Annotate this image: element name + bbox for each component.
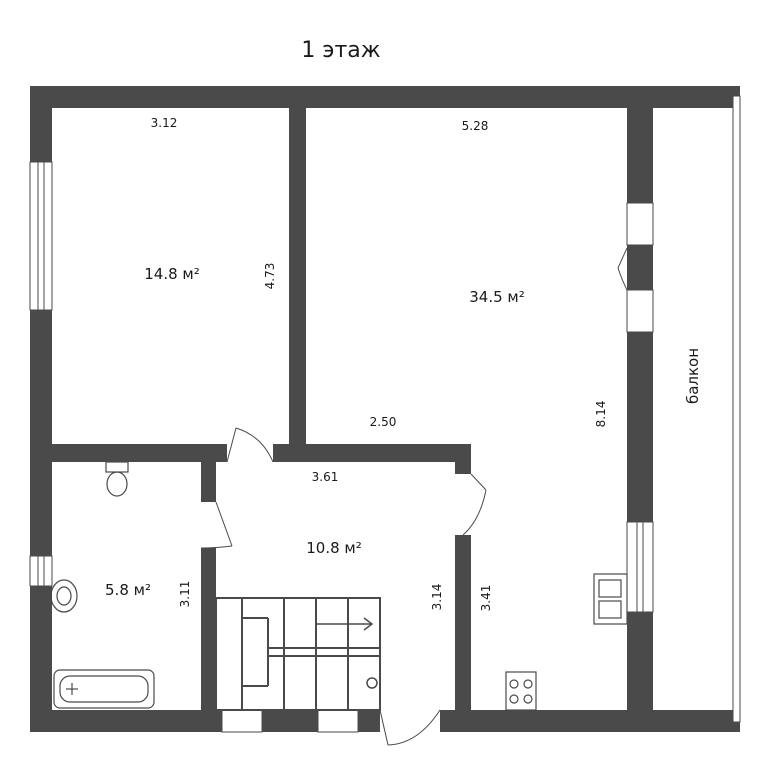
bedroom-area-label: 14.8 м² (144, 265, 200, 283)
living-inner-width-label: 2.50 (370, 415, 397, 429)
wall-bedroom-bottom-right (273, 444, 471, 462)
labels: 3.12 4.73 14.8 м² 5.28 34.5 м² 2.50 8.14… (105, 116, 702, 611)
door-living (455, 474, 471, 535)
balcony-label: балкон (684, 348, 702, 404)
windows (29, 161, 654, 733)
window-living-lower (626, 521, 654, 613)
wall-bedroom-living (289, 86, 306, 462)
hall-width-label: 3.61 (312, 470, 339, 484)
floor-title: 1 этаж (301, 38, 380, 63)
bedroom-width-label: 3.12 (151, 116, 178, 130)
living-width-label: 5.28 (462, 119, 489, 133)
window-bathroom (29, 555, 53, 587)
double-sink-icon (593, 573, 628, 625)
toilet-icon (105, 461, 129, 497)
window-living-middle (626, 289, 654, 333)
living-depth-label: 8.14 (594, 401, 608, 428)
window-bedroom (29, 161, 53, 311)
wall-bath-hall-bottom (201, 548, 216, 732)
door-bedroom (227, 444, 273, 462)
balcony-rail (732, 95, 741, 723)
stove-icon (505, 671, 537, 711)
wall-bath-hall-top (201, 462, 216, 502)
window-hall-right (317, 709, 359, 733)
window-hall-left (221, 709, 263, 733)
wall-hall-living-bottom (455, 535, 471, 732)
bedroom-depth-label: 4.73 (263, 263, 277, 290)
hall-depth-label: 3.14 (430, 584, 444, 611)
bathroom-area-label: 5.8 м² (105, 581, 151, 599)
wall-hall-living-top (455, 444, 471, 474)
stair-arrow-icon (316, 617, 374, 631)
bathroom-depth-label: 3.11 (178, 581, 192, 608)
wall-bedroom-bottom-left (30, 444, 227, 462)
bathroom-fixtures (50, 461, 155, 709)
living-area-label: 34.5 м² (469, 288, 525, 306)
sink-icon (50, 579, 78, 613)
staircase (215, 597, 381, 711)
door-bathroom (201, 502, 216, 548)
door-entrance (380, 710, 440, 732)
outer-wall-top (30, 86, 740, 108)
kitchen-fixtures (505, 573, 628, 711)
doors (200, 247, 628, 746)
living-inner-depth-label: 3.41 (479, 585, 493, 612)
wall-living-balcony (627, 86, 653, 732)
walls (30, 86, 741, 732)
hall-area-label: 10.8 м² (306, 539, 362, 557)
bathtub-icon (53, 669, 155, 709)
window-living-upper (626, 202, 654, 246)
